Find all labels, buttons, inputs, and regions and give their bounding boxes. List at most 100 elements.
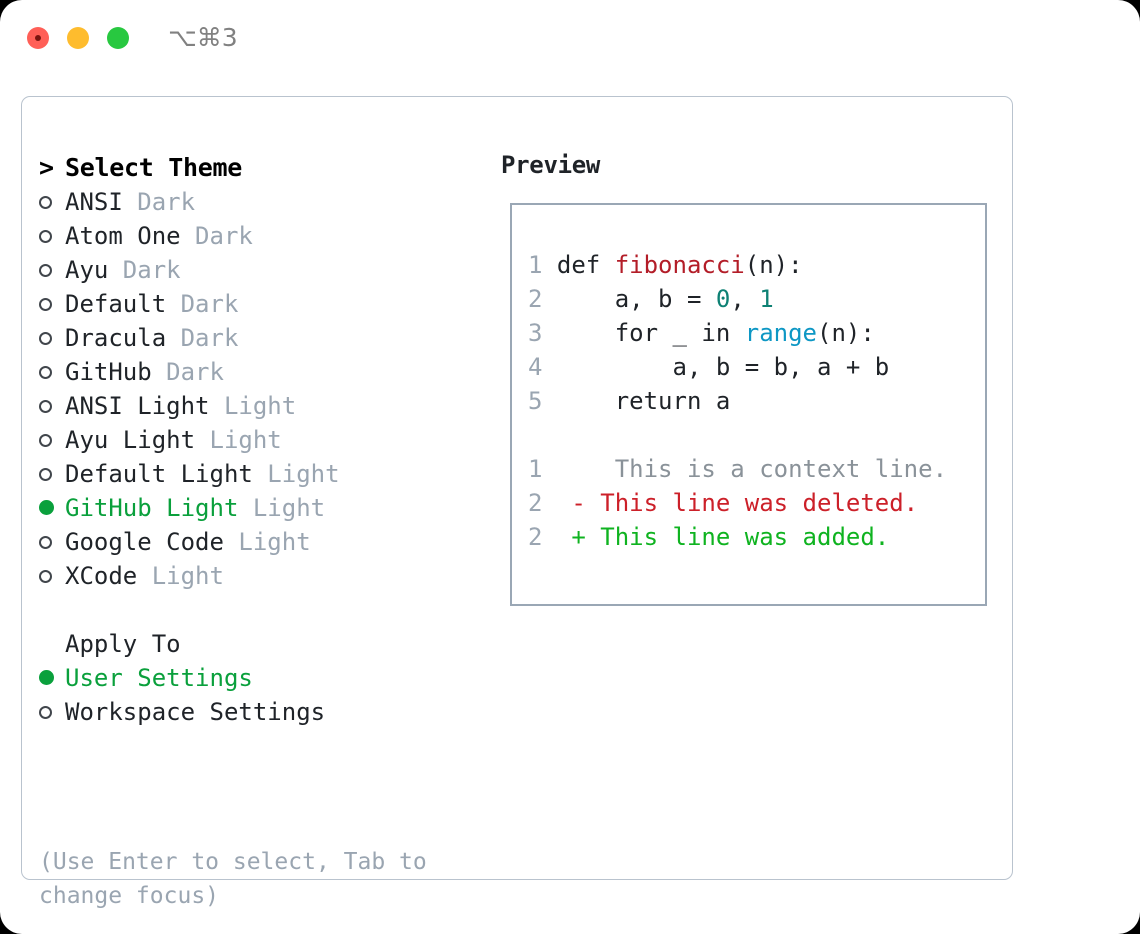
theme-list-item[interactable]: GitHub Light Light bbox=[39, 491, 469, 525]
theme-list-item[interactable]: ANSI Light Light bbox=[39, 389, 469, 423]
line-number: 4 bbox=[528, 353, 543, 381]
apply-to-radio-marker bbox=[39, 695, 65, 729]
theme-kind-label: Light bbox=[252, 460, 340, 488]
spacer bbox=[39, 593, 469, 627]
theme-radio-marker bbox=[39, 491, 65, 525]
page-title: Select Theme bbox=[65, 153, 243, 182]
diff-text: + This line was added. bbox=[542, 523, 890, 551]
line-number: 5 bbox=[528, 387, 543, 415]
code-token: range bbox=[744, 319, 817, 347]
theme-list-item[interactable]: XCode Light bbox=[39, 559, 469, 593]
preview-title: Preview bbox=[501, 151, 601, 179]
theme-list-item[interactable]: Ayu Light Light bbox=[39, 423, 469, 457]
theme-list-item[interactable]: Ayu Dark bbox=[39, 253, 469, 287]
line-number: 2 bbox=[528, 489, 543, 517]
radio-unselected-icon bbox=[39, 468, 52, 481]
theme-list-item[interactable]: Default Light Light bbox=[39, 457, 469, 491]
maximize-window-button[interactable] bbox=[107, 27, 129, 49]
radio-unselected-icon bbox=[39, 536, 52, 549]
line-number: 1 bbox=[528, 455, 543, 483]
radio-unselected-icon bbox=[39, 400, 52, 413]
theme-name-label: Ayu bbox=[65, 256, 109, 284]
theme-radio-marker bbox=[39, 525, 65, 559]
theme-name-label: Default bbox=[65, 290, 167, 318]
theme-radio-marker bbox=[39, 559, 65, 593]
radio-unselected-icon bbox=[39, 570, 52, 583]
theme-radio-marker bbox=[39, 389, 65, 423]
close-icon bbox=[35, 35, 41, 41]
theme-kind-label: Dark bbox=[180, 222, 253, 250]
theme-radio-marker bbox=[39, 355, 65, 389]
theme-list-item[interactable]: Google Code Light bbox=[39, 525, 469, 559]
gutter-space bbox=[542, 353, 556, 381]
theme-name-label: Default Light bbox=[65, 460, 253, 488]
theme-kind-label: Light bbox=[209, 392, 297, 420]
line-number: 2 bbox=[528, 523, 543, 551]
theme-name-label: Ayu Light bbox=[65, 426, 196, 454]
apply-to-radio-marker bbox=[39, 661, 65, 695]
theme-name-label: Atom One bbox=[65, 222, 181, 250]
code-token: def bbox=[556, 251, 615, 279]
apply-to-item[interactable]: Workspace Settings bbox=[39, 695, 469, 729]
line-number: 2 bbox=[528, 285, 543, 313]
line-number: 1 bbox=[528, 251, 543, 279]
theme-name-label: GitHub Light bbox=[65, 494, 239, 522]
diff-line: 2 - This line was deleted. bbox=[528, 486, 947, 520]
prompt-caret-icon: > bbox=[39, 153, 54, 182]
theme-kind-label: Light bbox=[195, 426, 282, 454]
theme-radio-marker bbox=[39, 321, 65, 355]
theme-kind-label: Dark bbox=[151, 358, 224, 386]
theme-kind-label: Light bbox=[137, 562, 224, 590]
gutter-space bbox=[542, 251, 556, 279]
radio-unselected-icon bbox=[39, 706, 52, 719]
code-line: 3 for _ in range(n): bbox=[528, 316, 947, 350]
keyboard-hint: (Use Enter to select, Tab to change focu… bbox=[39, 849, 441, 909]
gutter-space bbox=[542, 387, 556, 415]
theme-radio-marker bbox=[39, 423, 65, 457]
code-token: 0 bbox=[715, 285, 731, 313]
gutter-space bbox=[542, 285, 556, 313]
radio-selected-icon bbox=[39, 670, 54, 685]
radio-unselected-icon bbox=[39, 196, 52, 209]
code-blank-line bbox=[528, 418, 947, 452]
code-token: 1 bbox=[759, 285, 774, 313]
apply-to-item[interactable]: User Settings bbox=[39, 661, 469, 695]
theme-name-label: XCode bbox=[65, 562, 138, 590]
code-token: a, b = b, a + b bbox=[556, 353, 890, 381]
theme-list-item[interactable]: ANSI Dark bbox=[39, 185, 469, 219]
theme-list-item[interactable]: GitHub Dark bbox=[39, 355, 469, 389]
theme-list-item[interactable]: Atom One Dark bbox=[39, 219, 469, 253]
radio-unselected-icon bbox=[39, 230, 52, 243]
theme-kind-label: Dark bbox=[122, 188, 196, 216]
theme-list-item[interactable]: Dracula Dark bbox=[39, 321, 469, 355]
theme-kind-label: Light bbox=[238, 494, 326, 522]
code-line: 2 a, b = 0, 1 bbox=[528, 282, 947, 316]
theme-list-item[interactable]: Default Dark bbox=[39, 287, 469, 321]
theme-radio-marker bbox=[39, 253, 65, 287]
minimize-window-button[interactable] bbox=[67, 27, 89, 49]
radio-selected-icon bbox=[39, 500, 54, 515]
theme-name-label: Dracula bbox=[65, 324, 167, 352]
diff-text: - This line was deleted. bbox=[542, 489, 919, 517]
theme-radio-marker bbox=[39, 457, 65, 491]
diff-line: 1 This is a context line. bbox=[528, 452, 947, 486]
apply-to-label: Workspace Settings bbox=[65, 698, 326, 726]
code-token: for _ in bbox=[556, 319, 745, 347]
apply-to-label: User Settings bbox=[65, 664, 253, 692]
theme-name-label: Google Code bbox=[65, 528, 224, 556]
code-token: fibonacci bbox=[614, 251, 745, 279]
diff-text: This is a context line. bbox=[542, 455, 948, 483]
theme-kind-label: Light bbox=[223, 528, 311, 556]
radio-unselected-icon bbox=[39, 434, 52, 447]
apply-to-header: Apply To bbox=[65, 630, 181, 658]
theme-radio-marker bbox=[39, 185, 65, 219]
theme-radio-marker bbox=[39, 287, 65, 321]
title-bar: ⌥⌘3 bbox=[0, 0, 1140, 78]
radio-unselected-icon bbox=[39, 298, 52, 311]
